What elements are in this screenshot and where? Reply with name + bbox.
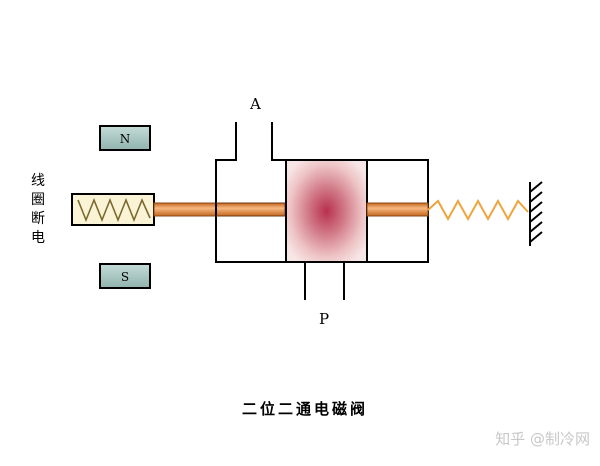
coil-status-label: 线 圈 断 电 (28, 172, 48, 248)
coil-label-char: 断 (31, 211, 45, 227)
coil (71, 193, 155, 226)
magnet-north: N (99, 125, 151, 151)
coil-label-char: 电 (31, 230, 45, 246)
diagram-caption: 二位二通电磁阀 (241, 400, 368, 418)
right-rod (366, 202, 429, 217)
return-spring (427, 198, 529, 222)
watermark: 知乎 @制冷网 (495, 430, 590, 448)
magnet-south-letter: S (121, 270, 129, 284)
coil-winding (77, 197, 151, 223)
port-a-label: A (250, 95, 261, 113)
port-p-label: P (319, 310, 330, 328)
coil-label-char: 圈 (31, 192, 45, 208)
magnet-north-letter: N (120, 132, 131, 146)
push-rod (153, 202, 286, 217)
valve-spool (285, 159, 368, 263)
coil-label-char: 线 (31, 173, 45, 189)
magnet-south: S (99, 263, 151, 289)
fixed-wall (529, 181, 543, 246)
